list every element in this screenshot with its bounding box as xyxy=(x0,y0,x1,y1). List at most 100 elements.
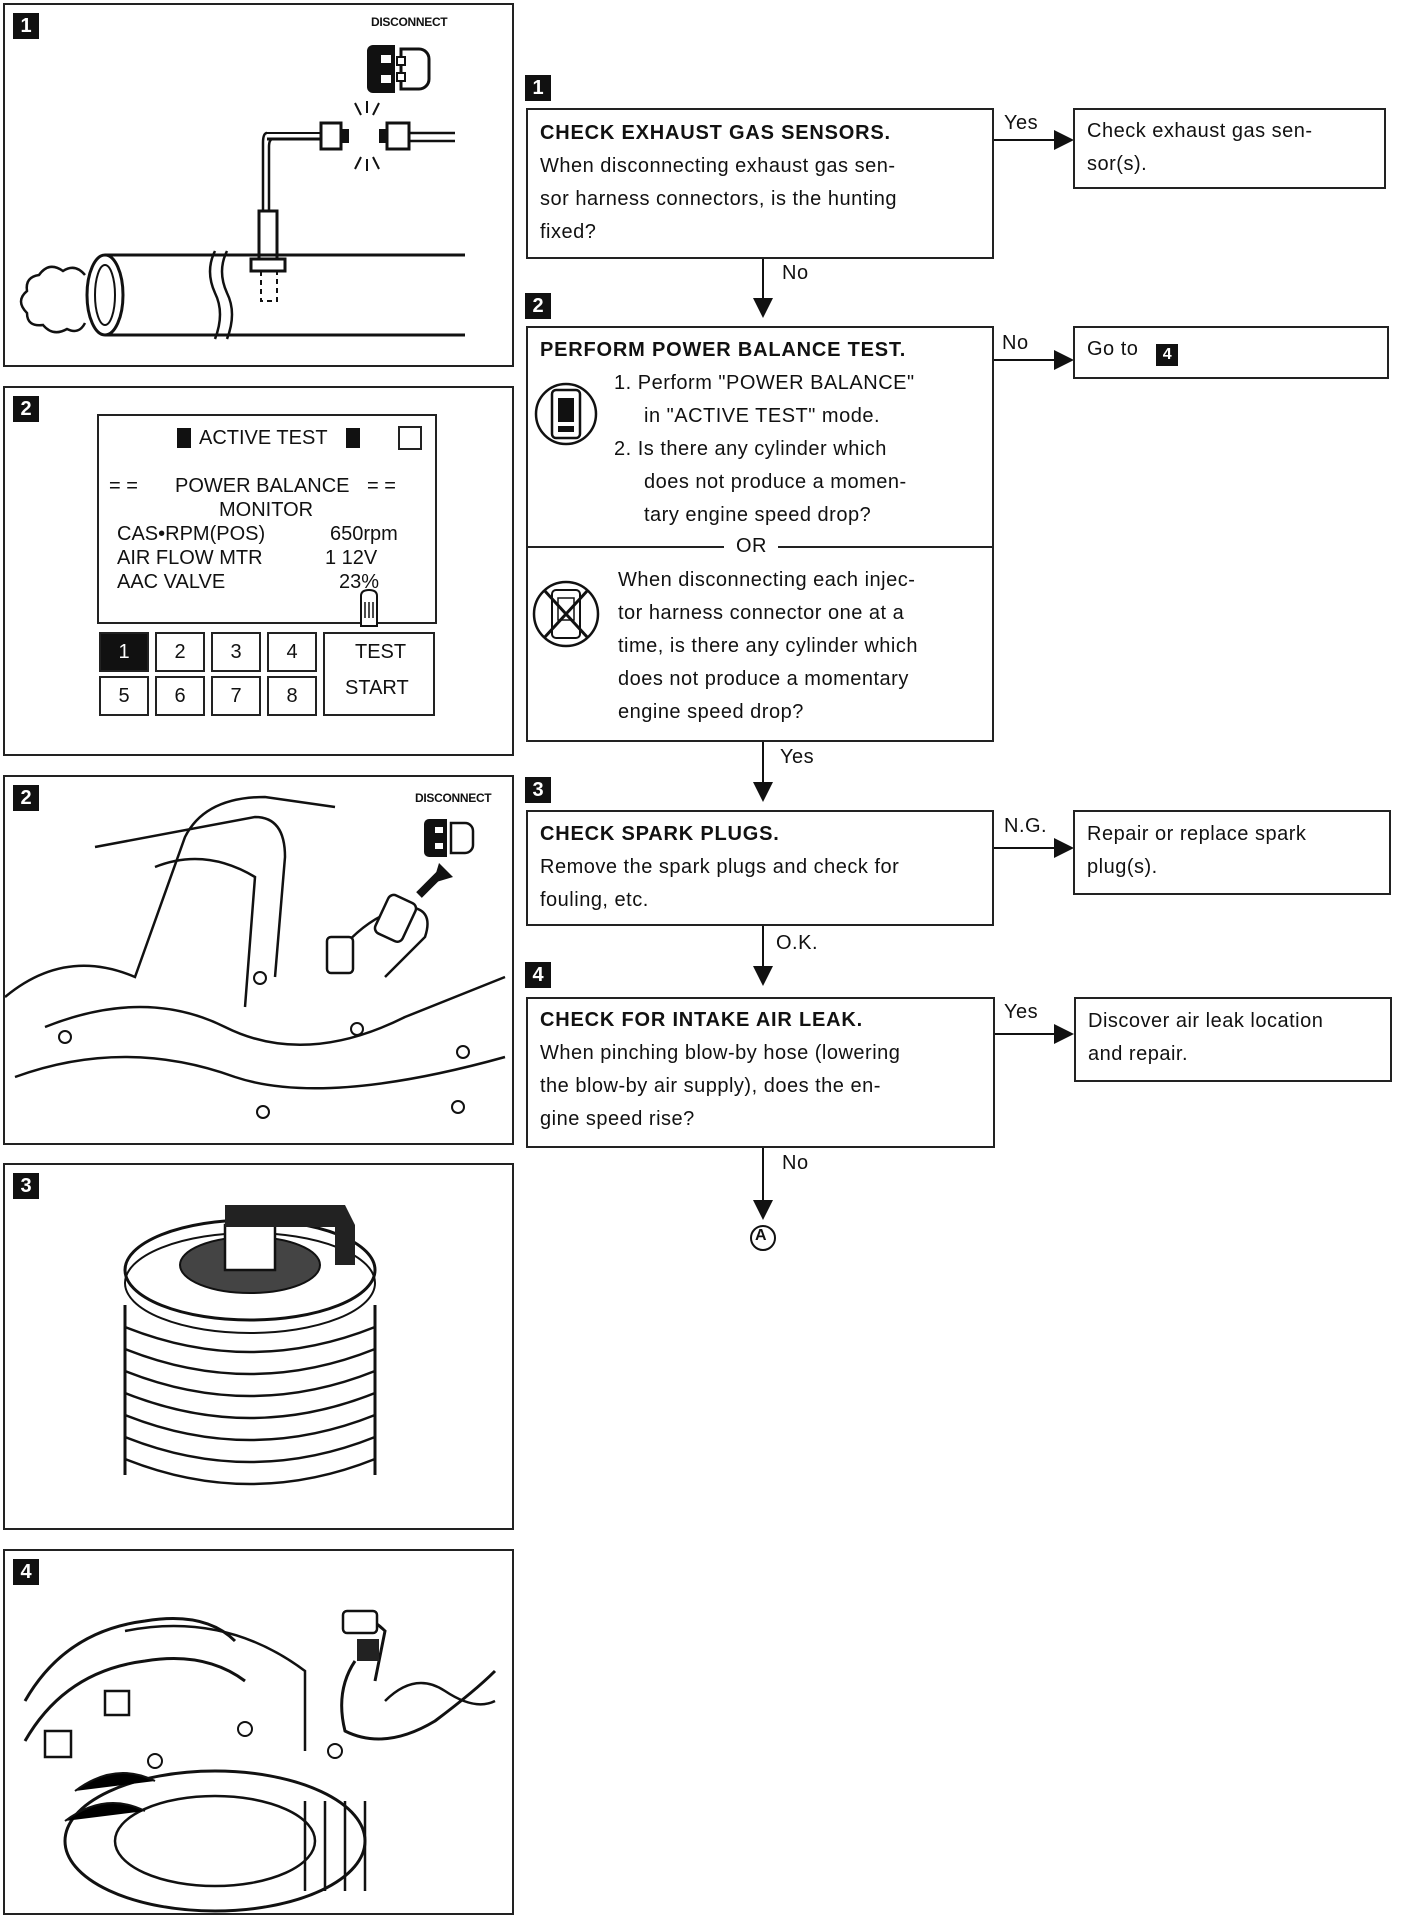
cylinder-key-3: 3 xyxy=(211,632,261,672)
illustration-panel-4: 4 xyxy=(3,1549,514,1915)
step2-line: When disconnecting each injec- xyxy=(618,569,916,591)
step2-line: does not produce a momentary xyxy=(618,668,909,690)
connector-icon xyxy=(424,819,475,857)
step3-ng-result: Repair or replace spark plug(s). xyxy=(1073,810,1391,895)
intake-blowby-hose-drawing xyxy=(23,1609,497,1913)
step4-line: the blow-by air supply), does the en- xyxy=(540,1075,881,1097)
step4-no-label: No xyxy=(782,1152,809,1174)
step3-ng-label: N.G. xyxy=(1004,815,1048,837)
step2-yes-label: Yes xyxy=(780,746,815,768)
start-key-label: START xyxy=(345,677,409,699)
illustration-panel-3: 3 xyxy=(3,1163,514,1530)
result-line: and repair. xyxy=(1088,1043,1189,1065)
monitor-row-label: AIR FLOW MTR xyxy=(117,547,263,569)
monitor-row-value: 650rpm xyxy=(330,523,398,545)
step1-yes-label: Yes xyxy=(1004,112,1039,134)
result-line: Repair or replace spark xyxy=(1087,823,1307,845)
step-number-3: 3 xyxy=(525,777,551,803)
result-line: sor(s). xyxy=(1087,153,1148,175)
test-key-label: TEST xyxy=(355,641,407,663)
step1-yes-result: Check exhaust gas sen- sor(s). xyxy=(1073,108,1386,189)
go-to-text: Go to xyxy=(1087,338,1139,360)
cylinder-key-6: 6 xyxy=(155,676,205,716)
step2-line: 2. Is there any cylinder which xyxy=(614,438,887,460)
step3-line: fouling, etc. xyxy=(540,889,649,911)
step2-no-label: No xyxy=(1002,332,1029,354)
pointing-hand-icon xyxy=(360,588,378,627)
connector-icon xyxy=(367,45,431,93)
result-line: Check exhaust gas sen- xyxy=(1087,120,1313,142)
step-number-4: 4 xyxy=(525,962,551,988)
step3-line: Remove the spark plugs and check for xyxy=(540,856,900,878)
monitor-row-label: CAS•RPM(POS) xyxy=(117,523,266,545)
step3-box: CHECK SPARK PLUGS. Remove the spark plug… xyxy=(526,810,994,926)
disconnect-label: DISCONNECT xyxy=(415,791,492,805)
step4-box: CHECK FOR INTAKE AIR LEAK. When pinching… xyxy=(526,997,995,1148)
or-label: OR xyxy=(736,535,767,557)
result-line: plug(s). xyxy=(1087,856,1158,878)
test-start-key xyxy=(323,632,435,716)
step2-no-result: Go to 4 xyxy=(1073,326,1389,379)
step4-yes-label: Yes xyxy=(1004,1001,1039,1023)
consult-tool-icon xyxy=(534,382,598,446)
step3-title: CHECK SPARK PLUGS. xyxy=(540,823,780,845)
step-number-2: 2 xyxy=(525,293,551,319)
cylinder-key-4: 4 xyxy=(267,632,317,672)
step3-ok-label: O.K. xyxy=(776,932,819,954)
disconnect-label: DISCONNECT xyxy=(371,15,448,29)
screen-monitor: MONITOR xyxy=(219,499,314,521)
or-divider-right xyxy=(778,546,994,548)
step2-line: engine speed drop? xyxy=(618,701,804,723)
step2-line: tary engine speed drop? xyxy=(644,504,872,526)
step1-line: fixed? xyxy=(540,221,597,243)
screen-checkbox xyxy=(398,426,422,450)
monitor-row-value: 1 12V xyxy=(325,547,378,569)
screen-title-mark-right xyxy=(346,428,360,448)
monitor-row-label: AAC VALVE xyxy=(117,571,226,593)
step4-line: gine speed rise? xyxy=(540,1108,695,1130)
step2-line: 1. Perform "POWER BALANCE" xyxy=(614,372,915,394)
panel-number-1: 1 xyxy=(13,13,39,39)
step2-line: time, is there any cylinder which xyxy=(618,635,918,657)
screen-heading-left: = = xyxy=(109,475,138,497)
panel-number-2: 2 xyxy=(13,785,39,811)
step-number-1: 1 xyxy=(525,75,551,101)
panel-number-4: 4 xyxy=(13,1559,39,1585)
no-consult-tool-icon xyxy=(532,580,600,648)
step4-title: CHECK FOR INTAKE AIR LEAK. xyxy=(540,1009,864,1031)
cylinder-key-5: 5 xyxy=(99,676,149,716)
step2-box: PERFORM POWER BALANCE TEST. 1. Perform "… xyxy=(526,326,994,742)
monitor-row-value: 23% xyxy=(339,571,380,593)
illustration-panel-1: 1 DISCONNECT xyxy=(3,3,514,367)
step1-no-label: No xyxy=(782,262,809,284)
step1-title: CHECK EXHAUST GAS SENSORS. xyxy=(540,122,891,144)
go-to-step-number: 4 xyxy=(1156,344,1179,366)
spark-plug-drawing xyxy=(123,1205,377,1486)
illustration-panel-2-screen: 2 ACTIVE TEST = = POWER BALANCE = = MONI… xyxy=(3,386,514,756)
step2-line: tor harness connector one at a xyxy=(618,602,905,624)
end-connector-label: A xyxy=(755,1227,768,1244)
step2-title: PERFORM POWER BALANCE TEST. xyxy=(540,339,907,361)
screen-heading: POWER BALANCE xyxy=(175,475,350,497)
step1-line: When disconnecting exhaust gas sen- xyxy=(540,155,896,177)
illustration-panel-2-engine: 2 DISCONNECT xyxy=(3,775,514,1145)
step4-line: When pinching blow-by hose (lowering xyxy=(540,1042,901,1064)
cylinder-key-7: 7 xyxy=(211,676,261,716)
exhaust-sensor-drawing xyxy=(19,45,465,340)
step1-line: sor harness connectors, is the hunting xyxy=(540,188,897,210)
cylinder-key-2: 2 xyxy=(155,632,205,672)
cylinder-key-8: 8 xyxy=(267,676,317,716)
screen-title: ACTIVE TEST xyxy=(199,427,328,449)
panel-number-2: 2 xyxy=(13,396,39,422)
consult-screen xyxy=(97,414,437,624)
result-line: Discover air leak location xyxy=(1088,1010,1324,1032)
or-divider-left xyxy=(528,546,724,548)
step2-icons xyxy=(532,382,600,648)
step1-box: CHECK EXHAUST GAS SENSORS. When disconne… xyxy=(526,108,994,259)
panel-number-3: 3 xyxy=(13,1173,39,1199)
engine-injector-drawing xyxy=(5,795,506,1119)
step4-yes-result: Discover air leak location and repair. xyxy=(1074,997,1392,1082)
screen-title-mark-left xyxy=(177,428,191,448)
step2-line: in "ACTIVE TEST" mode. xyxy=(644,405,881,427)
